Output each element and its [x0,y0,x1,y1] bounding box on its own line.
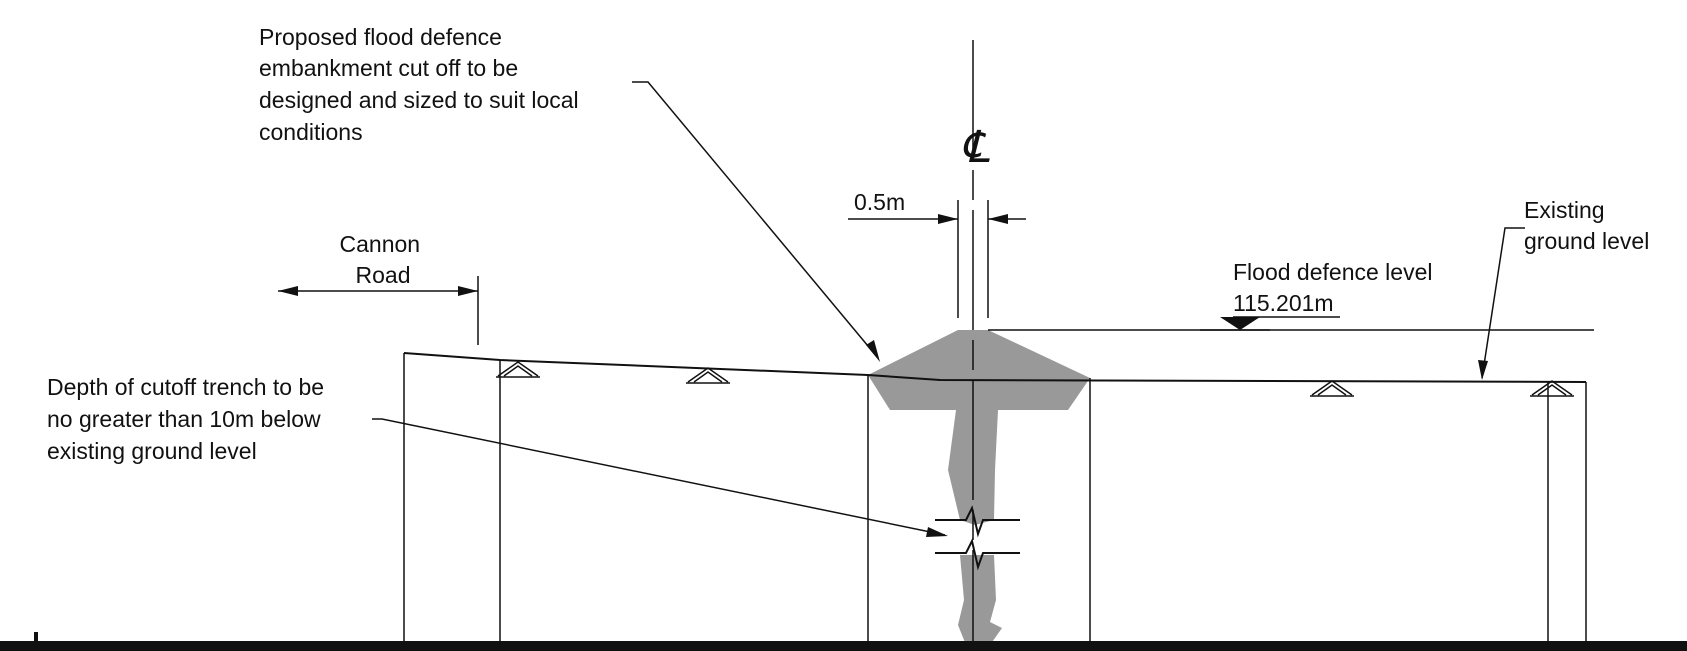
depth-note-line-3: existing ground level [47,438,257,464]
cutoff-leader [632,81,880,362]
existing-ground-label-line-1: Existing [1524,197,1605,223]
width-dimension-label: 0.5m [854,189,905,215]
break-lines [935,505,1020,571]
bottom-band [0,641,1687,651]
cutoff-note-line-3: designed and sized to suit local [259,87,579,113]
depth-note-line-1: Depth of cutoff trench to be [47,374,324,400]
road-label: Cannon Road [340,231,427,288]
bottom-tick [34,632,38,644]
flood-level-label: Flood defence level 115.201m [1233,259,1439,316]
existing-ground-label-line-2: ground level [1524,228,1649,254]
cutoff-note: Proposed flood defence embankment cut of… [259,24,585,145]
road-label-line-1: Cannon [340,231,421,257]
cutoff-note-line-4: conditions [259,119,363,145]
ground-leader [1478,227,1525,380]
flood-level-value: 115.201m [1233,290,1334,316]
existing-ground-label: Existing ground level [1524,197,1649,254]
cutoff-note-line-2: embankment cut off to be [259,55,518,81]
depth-note: Depth of cutoff trench to be no greater … [47,374,330,464]
width-dimension [848,200,1026,318]
ground-hatch-symbols [496,361,1574,397]
section-verticals [403,353,1587,651]
depth-leader [372,418,948,537]
water-level-marker [1200,316,1340,331]
road-extent-arrow [278,276,479,345]
cutoff-note-line-1: Proposed flood defence [259,24,502,50]
centerline-symbol: ℄ [961,122,990,173]
road-label-line-2: Road [356,262,411,288]
depth-note-line-2: no greater than 10m below [47,406,321,432]
flood-level-label-line-1: Flood defence level [1233,259,1432,285]
